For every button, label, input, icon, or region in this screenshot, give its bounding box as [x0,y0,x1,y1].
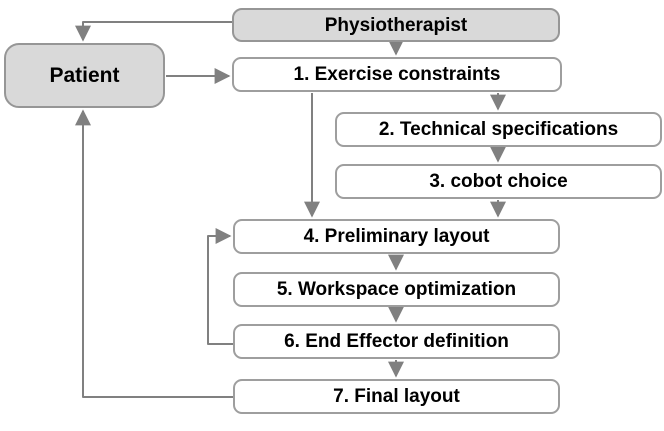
node-step3-label: 3. cobot choice [429,171,568,192]
node-physiotherapist: Physiotherapist [232,8,560,42]
node-physiotherapist-label: Physiotherapist [324,14,468,36]
node-step4-preliminary-layout: 4. Preliminary layout [233,219,560,254]
edge-physiotherapist-to-patient [75,21,232,42]
node-step7-final-layout: 7. Final layout [233,379,560,414]
node-step2-label: 2. Technical specifications [378,119,619,140]
edge-step7-to-patient-feedback [75,109,233,398]
edge-step6-to-step4-feedback [207,228,233,345]
node-step1-label: 1. Exercise constraints [293,64,501,85]
node-patient: Patient [4,43,165,108]
node-patient-label: Patient [49,64,120,87]
node-step6-end-effector-definition: 6. End Effector definition [233,324,560,359]
node-step1-exercise-constraints: 1. Exercise constraints [232,57,562,92]
node-step6-label: 6. End Effector definition [284,331,509,352]
node-step5-label: 5. Workspace optimization [276,279,517,300]
node-step3-cobot-choice: 3. cobot choice [335,164,662,199]
node-step2-technical-specifications: 2. Technical specifications [335,112,662,147]
node-step4-label: 4. Preliminary layout [303,226,490,247]
node-step5-workspace-optimization: 5. Workspace optimization [233,272,560,307]
node-step7-label: 7. Final layout [333,386,460,407]
